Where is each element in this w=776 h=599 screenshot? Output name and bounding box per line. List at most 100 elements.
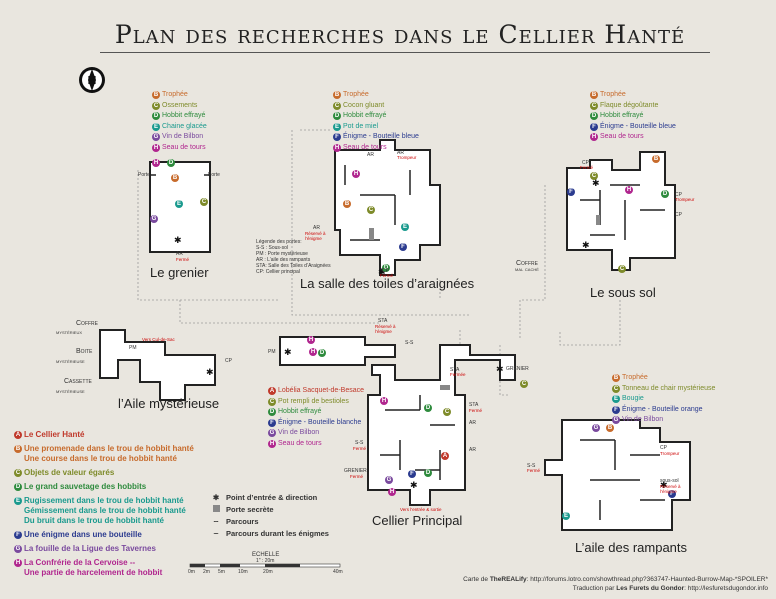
symbol-path-enigma: ┈Parcours durant les énigmes	[211, 528, 329, 540]
quest-badge-b: B	[14, 445, 22, 453]
quest-badge-b: B	[152, 91, 160, 100]
legend-item-text: Hobbit effrayé	[162, 112, 206, 119]
legend-item-text: Flaque dégoûtante	[600, 101, 659, 109]
quest-line-text: Du bruit dans le trou de hobbit hanté	[24, 516, 164, 525]
credit-map: Carte de TheREALify: http://forums.lotro…	[463, 575, 768, 584]
legend-item-text: Chaine glacée	[162, 122, 207, 130]
quest-badge-g: G	[385, 476, 393, 484]
quest-badge-e: E	[175, 200, 183, 208]
door-cp-ss: CP	[582, 160, 589, 166]
quest-badge-b: B	[612, 374, 620, 383]
quest-badge-g: G	[612, 416, 620, 425]
quest-line: Une partie de harcelement de hobbit	[14, 568, 194, 578]
door-cp-aile: CP	[225, 358, 232, 364]
quest-badge-c: C	[152, 101, 160, 110]
entry-icon: ✱	[212, 493, 220, 502]
symbol-entry-text: Point d’entrée & direction	[226, 493, 318, 502]
title-rule	[100, 52, 710, 53]
quest-badge-e: E	[152, 122, 160, 131]
credit-trad-url[interactable]: : http://lesfuretsdugondor.info	[684, 585, 768, 592]
legend-item-text: Trophée	[600, 91, 626, 98]
legend-item-text: Seau de tours	[343, 143, 387, 151]
quest-badge-e: E	[333, 122, 341, 131]
door-ferme-sta: Fermée	[450, 372, 466, 377]
room-label-aile-mysterieuse: l’Aile mystérieuse	[118, 396, 220, 411]
quest-badge-f: F	[668, 490, 676, 498]
door-ar-cellier: AR	[469, 420, 476, 426]
boite-sub-text: mystérieuse	[56, 359, 85, 365]
quest-badge-h: H	[590, 133, 598, 142]
legend-item-text: Trophée	[622, 374, 648, 381]
quest-badge-h: H	[388, 488, 396, 496]
door-legend-line: STA: Salle des Toiles d’Araignées	[256, 263, 331, 269]
legend-item-text: Trophée	[162, 91, 188, 98]
credits: Carte de TheREALify: http://forums.lotro…	[463, 575, 768, 593]
coffre-mysterieux-label: Coffre	[70, 320, 98, 327]
quest-line-text: Le Cellier Hanté	[24, 430, 85, 439]
quest-badge-h: H	[625, 186, 633, 194]
door-porte-left: Porte	[138, 172, 150, 178]
door-reserve-sta: Réservé à l’énigme	[375, 324, 396, 334]
room-label-toiles: La salle des toiles d’araignées	[300, 276, 475, 291]
path-icon: ┄	[213, 517, 219, 526]
svg-text:✱: ✱	[582, 241, 590, 251]
quest-badge-f: F	[14, 531, 22, 539]
quest-badge-f: F	[567, 188, 575, 196]
quest-line-text: Rugissement dans le trou de hobbit hanté	[24, 496, 184, 505]
quest-badge-h: H	[307, 336, 315, 344]
legend-item-text: Énigme - Bouteille bleue	[343, 133, 419, 140]
quest-badge-c: C	[333, 101, 341, 110]
quest-badge-h: H	[333, 143, 341, 152]
coffre-sub: mystérieux	[56, 330, 83, 336]
door-pm: PM	[129, 345, 137, 351]
coffre-label: Coffre	[76, 320, 98, 327]
svg-text:N: N	[87, 74, 96, 87]
coffre-mal-cache: Coffre mal caché	[515, 260, 539, 273]
quest-line-text: Une course dans le trou de hobbit hanté	[24, 454, 177, 463]
door-legend-line: AR : L’aile des rampants	[256, 257, 311, 263]
cassette-text: Cassette	[64, 378, 92, 385]
quest-badge-c: C	[268, 397, 276, 406]
credit-map-url[interactable]: : http://forums.lotro.com/showthread.php…	[526, 576, 768, 583]
quest-badge-b: B	[590, 91, 598, 100]
legend-item-text: Énigme - Bouteille bleue	[600, 122, 676, 130]
coffre-mysterieux-sub: mystérieux	[56, 330, 82, 336]
room-toiles	[334, 139, 441, 276]
door-porte-right: Porte	[208, 172, 220, 178]
symbol-path-enigma-text: Parcours durant les énigmes	[226, 529, 329, 538]
door-trompeur-toiles: Trompeur	[397, 155, 417, 160]
door-cp-ss-right: CP	[675, 192, 682, 198]
quest-badge-h: H	[309, 348, 317, 356]
quest-line-text: Objets de valeur égarés	[24, 468, 115, 477]
legend-item-text: Vin de Bilbon	[278, 429, 320, 436]
door-ar-grenier: AR	[176, 251, 183, 257]
scale-tick: 2m	[203, 569, 210, 575]
svg-text:✱: ✱	[378, 268, 386, 278]
svg-text:✱: ✱	[284, 348, 292, 358]
door-vers-cul: Vers Cul-de-Sac	[142, 337, 175, 342]
svg-text:✱: ✱	[496, 365, 504, 375]
compass-icon: N	[79, 67, 105, 93]
quest-badge-d: D	[14, 483, 22, 491]
quest-badge-a: A	[441, 452, 449, 460]
quest-line-text: Une partie de harcelement de hobbit	[24, 568, 163, 577]
quest-badge-d: D	[382, 264, 390, 272]
room-passage	[279, 336, 396, 366]
scale-sub: 1" : 20m	[256, 558, 275, 564]
door-legend-title: Légende des portes:	[256, 239, 302, 245]
